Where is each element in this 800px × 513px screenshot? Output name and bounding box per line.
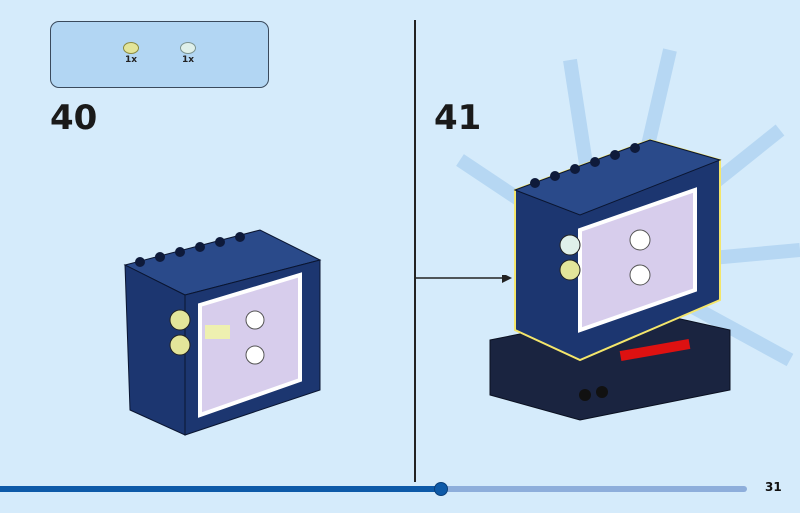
progress-knob — [433, 482, 448, 496]
progress-fill — [0, 486, 441, 492]
page-number: 31 — [765, 480, 782, 494]
step-41-model-illustration — [456, 48, 800, 421]
part-item: 1x — [116, 42, 146, 65]
yellow-round-tile-icon — [123, 42, 139, 54]
step-number: 41 — [434, 98, 482, 138]
part-quantity: 1x — [124, 55, 138, 65]
parts-callout: 1x 1x — [50, 21, 269, 88]
step-number: 40 — [50, 98, 98, 138]
part-item: 1x — [173, 42, 203, 65]
part-quantity: 1x — [181, 55, 195, 65]
white-round-tile-icon — [180, 42, 196, 54]
arrow-right-icon — [414, 275, 512, 283]
step-40-model-illustration — [123, 229, 322, 436]
step-divider — [414, 20, 416, 482]
